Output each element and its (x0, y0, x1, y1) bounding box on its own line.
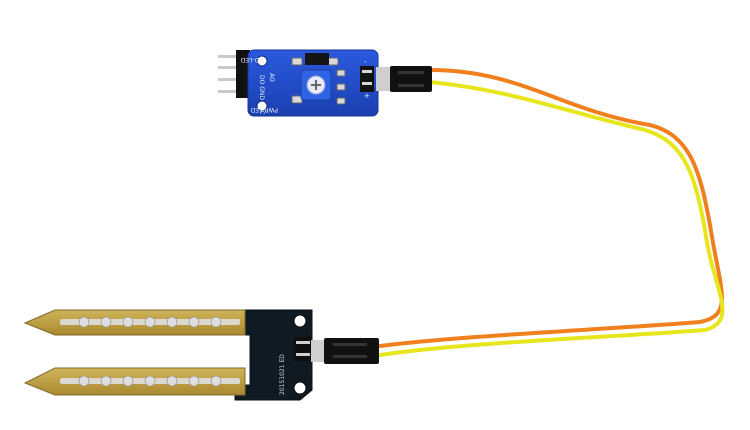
probe-wire-connector (311, 338, 379, 364)
potentiometer (300, 69, 332, 101)
svg-text:+: + (364, 92, 370, 100)
orange-wire (378, 68, 724, 348)
comparator-chip (305, 53, 329, 65)
silkscreen-do-led: DO-LED (240, 56, 264, 63)
header-pins (218, 50, 250, 98)
svg-text:-: - (364, 58, 367, 66)
probe-pads-lower (78, 375, 222, 387)
silkscreen-pwr-led: PWR-LED (250, 106, 278, 113)
soil-probe: 20151021 ED (23, 309, 313, 401)
probe-marking: 20151021 ED (279, 354, 286, 395)
module-wire-connector (376, 66, 432, 92)
jumper-wires (378, 68, 725, 357)
probe-pads-upper (78, 316, 222, 328)
yellow-wire (378, 80, 725, 357)
silkscreen-pin-labels: DO GND VCC (258, 75, 265, 114)
sensor-module-board: DO-LED DO GND VCC AO PWR-LED + (218, 49, 379, 117)
silkscreen-ao: AO (268, 73, 275, 82)
